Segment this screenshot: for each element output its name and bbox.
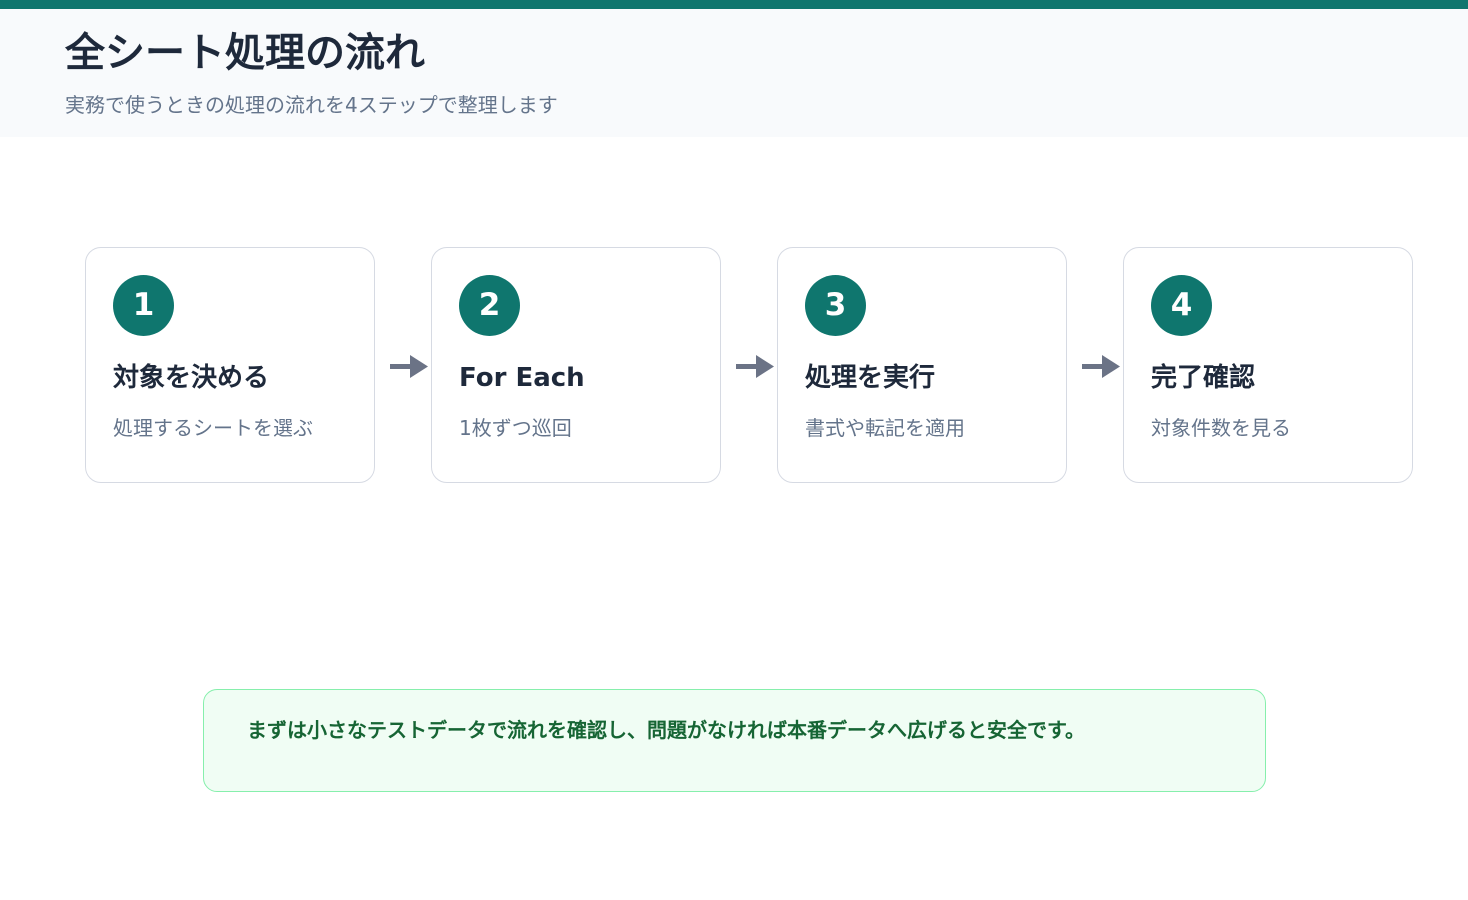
- step-card-1: 1 対象を決める 処理するシートを選ぶ: [85, 247, 375, 483]
- tip-note: まずは小さなテストデータで流れを確認し、問題がなければ本番データへ広げると安全で…: [203, 689, 1266, 792]
- step-title: 完了確認: [1151, 363, 1256, 393]
- arrow-right-icon: [1082, 355, 1120, 378]
- page-subtitle: 実務で使うときの処理の流れを4ステップで整理します: [65, 93, 558, 117]
- step-card-3: 3 処理を実行 書式や転記を適用: [777, 247, 1067, 483]
- step-description: 書式や転記を適用: [805, 416, 965, 440]
- arrow-right-icon: [736, 355, 774, 378]
- step-number-badge: 2: [459, 275, 520, 336]
- page-title: 全シート処理の流れ: [65, 30, 425, 76]
- step-card-2: 2 For Each 1枚ずつ巡回: [431, 247, 721, 483]
- step-number-badge: 4: [1151, 275, 1212, 336]
- step-number-badge: 3: [805, 275, 866, 336]
- step-card-4: 4 完了確認 対象件数を見る: [1123, 247, 1413, 483]
- accent-top-bar: [0, 0, 1468, 9]
- step-description: 対象件数を見る: [1151, 416, 1291, 440]
- step-title: 処理を実行: [805, 363, 936, 393]
- process-flow: 1 対象を決める 処理するシートを選ぶ 2 For Each 1枚ずつ巡回 3 …: [85, 247, 1415, 484]
- step-description: 1枚ずつ巡回: [459, 416, 572, 440]
- step-title: For Each: [459, 363, 585, 393]
- tip-note-text: まずは小さなテストデータで流れを確認し、問題がなければ本番データへ広げると安全で…: [247, 718, 1085, 742]
- step-description: 処理するシートを選ぶ: [113, 416, 313, 440]
- step-number-badge: 1: [113, 275, 174, 336]
- header: 全シート処理の流れ 実務で使うときの処理の流れを4ステップで整理します: [0, 9, 1468, 137]
- step-title: 対象を決める: [113, 363, 270, 393]
- arrow-right-icon: [390, 355, 428, 378]
